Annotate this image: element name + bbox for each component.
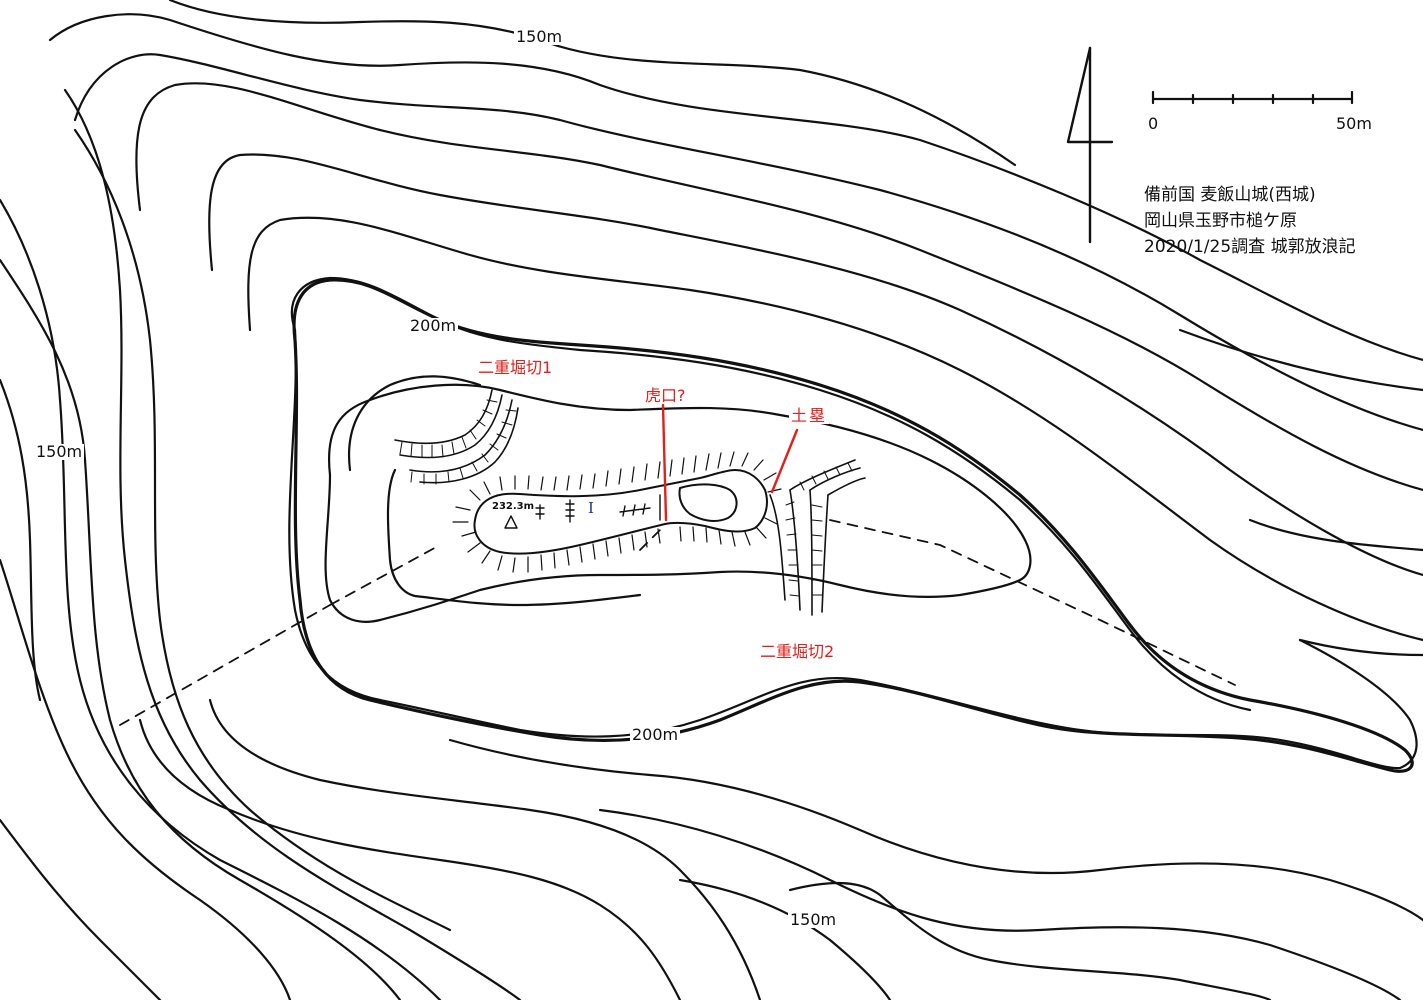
scale-bar (1151, 90, 1354, 105)
enclosure-number: Ⅰ (588, 499, 594, 517)
moat-2-label: 二重堀切2 (758, 642, 837, 661)
slope-hachures (452, 451, 782, 573)
contour-label-150m-left: 150m (34, 442, 85, 461)
north-arrow-icon (1066, 46, 1114, 244)
gate-label: 虎口? (643, 386, 688, 405)
info-survey: 2020/1/25調査 城郭放浪記 (1144, 237, 1356, 257)
scale-start: 0 (1148, 114, 1159, 133)
scale-end: 50m (1336, 114, 1372, 133)
gate-leader-line (661, 403, 668, 522)
contour-label-200m-lower: 200m (630, 725, 681, 744)
contour-200m (292, 278, 1414, 773)
moat-1-hachures (399, 399, 517, 485)
info-castle-name: 備前国 麦飯山城(西城) (1144, 185, 1316, 205)
moat-1-label: 二重堀切1 (476, 358, 555, 377)
summit-elevation: 232.3m (492, 501, 535, 512)
enclosure-outline (473, 469, 768, 555)
double-moat-1 (394, 389, 519, 484)
annotation-leaders (661, 403, 799, 522)
contour-label-150m-bottom: 150m (788, 910, 839, 929)
contour-label-150m-top: 150m (514, 27, 565, 46)
ridge-dashed-lines (119, 519, 1236, 726)
contour-label-200m-upper: 200m (408, 316, 459, 335)
double-moat-2 (769, 459, 866, 616)
info-location: 岡山県玉野市槌ケ原 (1144, 211, 1297, 231)
moat-2-hachures (785, 462, 853, 597)
triangle-icon (504, 515, 518, 529)
map-info: 備前国 麦飯山城(西城) 岡山県玉野市槌ケ原 2020/1/25調査 城郭放浪記 (1144, 182, 1356, 260)
earthwork-leader-line (770, 428, 799, 494)
earthwork-label: 土塁 (789, 406, 830, 425)
earthwork-ticks (535, 494, 661, 523)
